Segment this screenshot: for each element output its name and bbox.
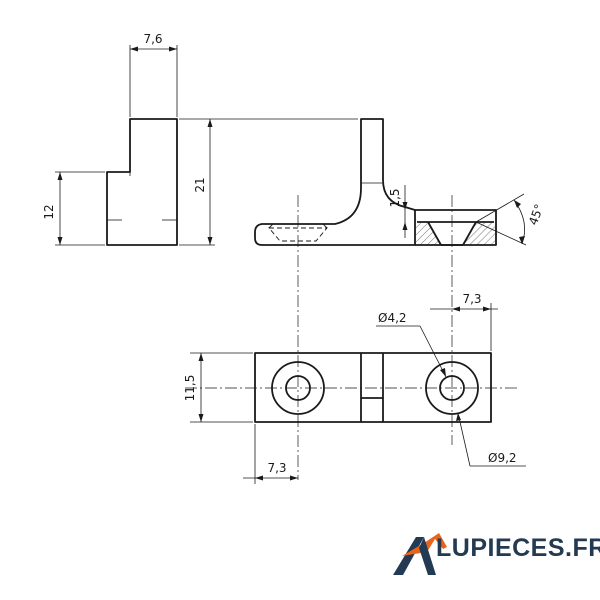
hole-right-outer <box>425 361 479 415</box>
dim-label-total-height: 21 <box>193 177 207 192</box>
dim-label-hole-offset-top: 7,3 <box>462 292 481 306</box>
dim-label-large-diameter: Ø9,2 <box>488 451 517 465</box>
dim-label-thickness: 1,5 <box>388 188 402 207</box>
logo-text: LUPIECES.FR <box>436 534 600 562</box>
top-view <box>254 352 492 423</box>
hole-left-inner <box>285 375 311 401</box>
dim-label-angle: 45° <box>526 202 546 227</box>
dim-width: 11,5 <box>183 352 253 423</box>
dim-large-diameter: Ø9,2 <box>456 412 526 467</box>
side-view <box>106 118 178 246</box>
dim-label-top-width: 7,6 <box>143 32 162 46</box>
dim-hole-offset-bottom: 7,3 <box>243 424 298 484</box>
dim-small-diameter: Ø4,2 <box>376 311 447 378</box>
dim-thickness: 1,5 <box>388 185 408 238</box>
front-view <box>254 118 497 246</box>
dim-label-small-diameter: Ø4,2 <box>378 311 407 325</box>
dim-hole-offset-top: 7,3 <box>430 292 498 351</box>
alupieces-logo: LUPIECES.FR <box>393 533 600 575</box>
hole-left-outer <box>271 361 325 415</box>
hole-right-inner <box>439 375 465 401</box>
dim-top-width: 7,6 <box>129 32 178 117</box>
center-lines <box>185 195 520 480</box>
dim-total-height: 21 <box>179 118 358 246</box>
dim-angle: 45° <box>475 193 546 246</box>
dim-left-height: 12 <box>42 171 105 246</box>
dim-label-width: 11,5 <box>183 375 197 402</box>
dim-label-hole-offset-bottom: 7,3 <box>267 461 286 475</box>
dim-label-left-height: 12 <box>42 204 56 219</box>
